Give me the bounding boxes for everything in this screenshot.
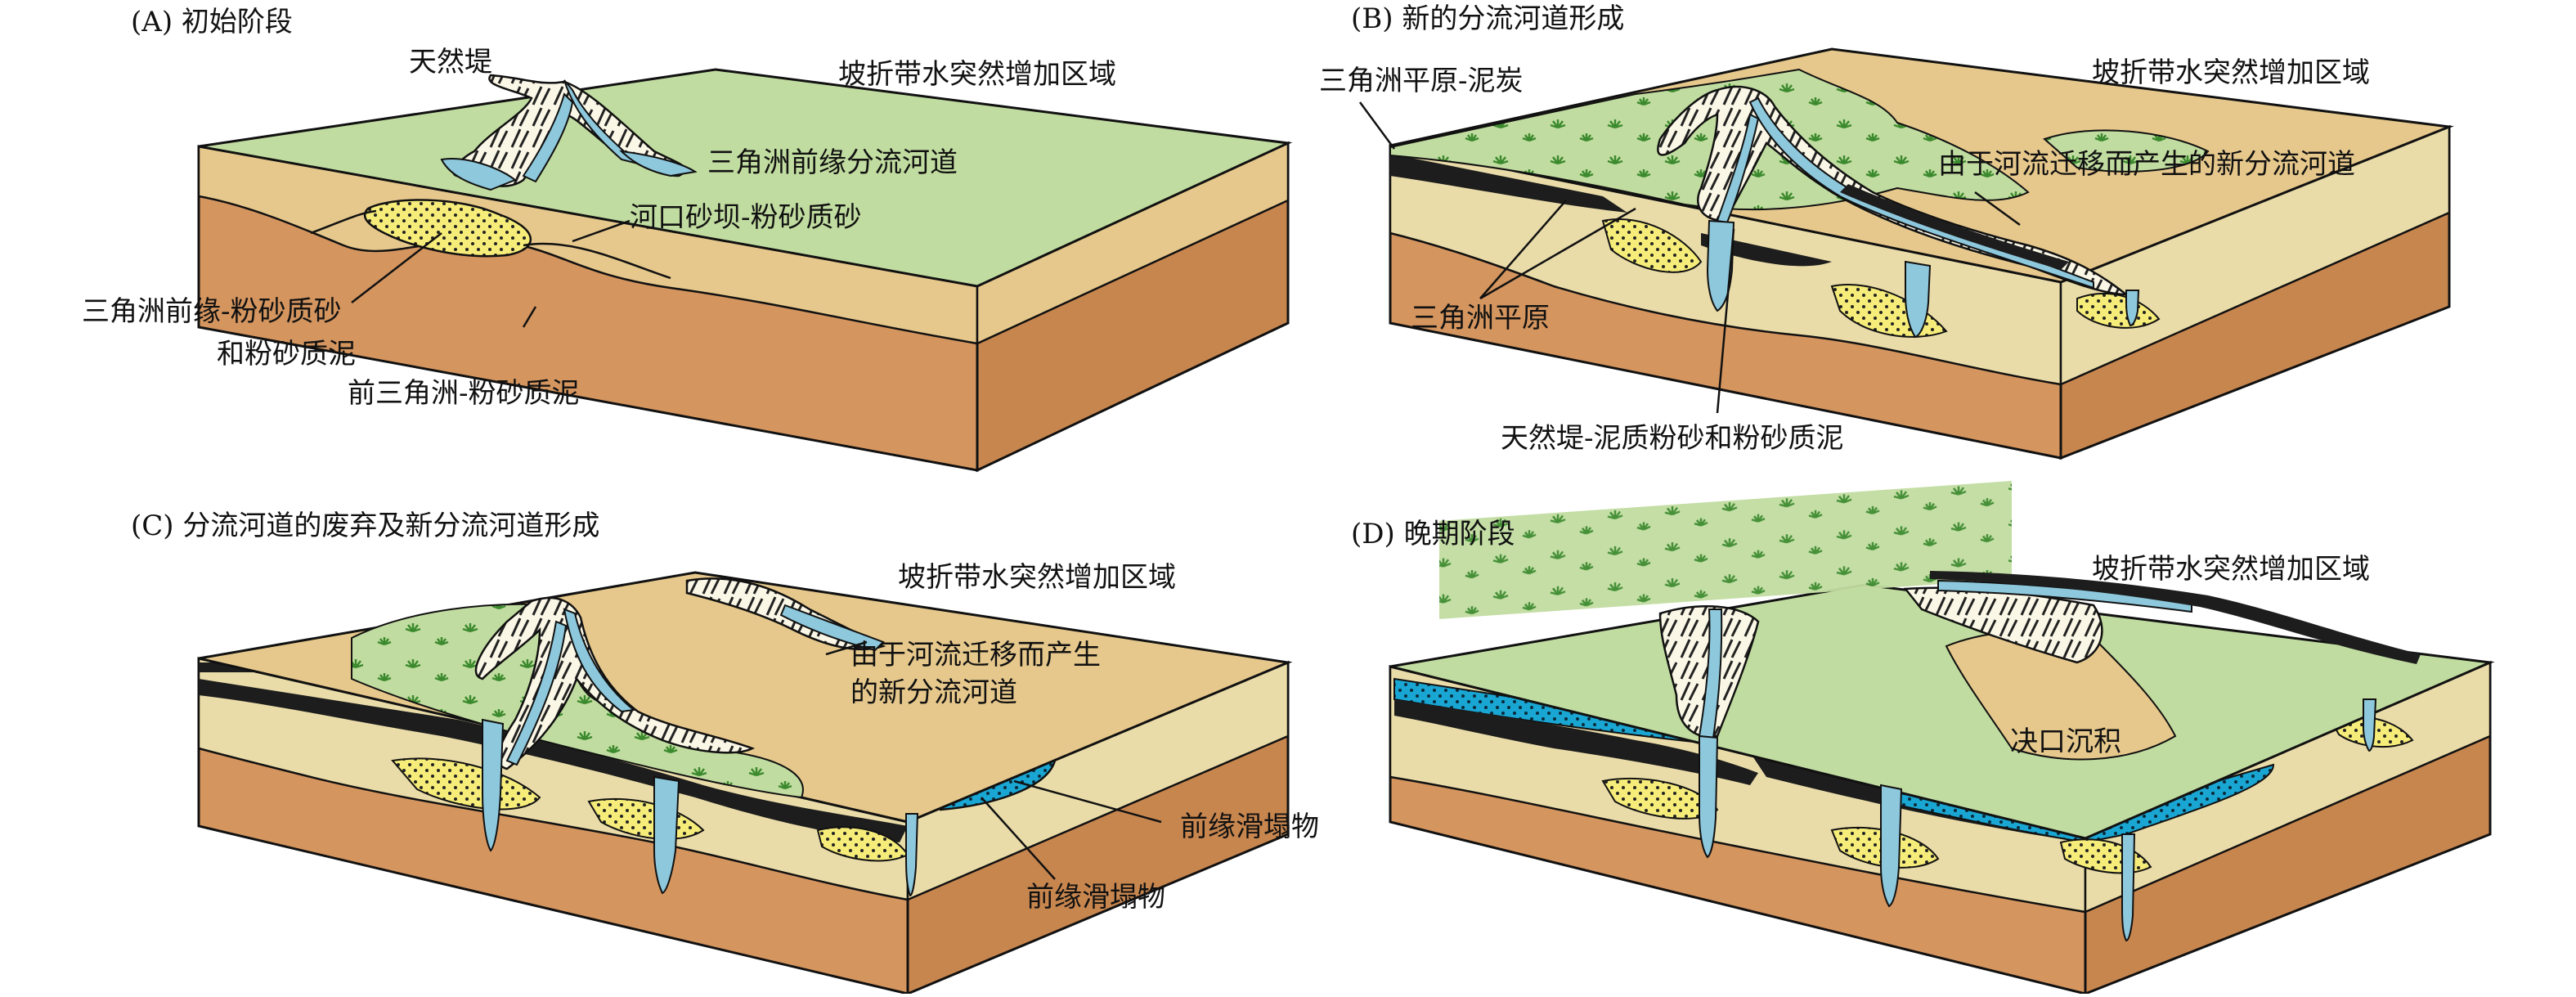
panel-d-title: (D) 晚期阶段	[1351, 518, 1515, 550]
panel-c-new-channel	[779, 604, 885, 652]
panel-a-leaders	[351, 219, 631, 328]
panel-a-front-sand-label-2: 和粉砂质泥	[217, 338, 356, 371]
panel-b-title: (B) 新的分流河道形成	[1351, 2, 1625, 35]
panel-b-plain-green	[1389, 68, 2030, 211]
panel-c-leaders	[825, 640, 1162, 880]
panel-a-title: (A) 初始阶段	[131, 6, 293, 38]
panel-a-channel-mouth-left	[440, 158, 518, 191]
panel-c-peat-layer	[199, 679, 908, 842]
panel-b-plain-peat-label: 三角洲平原-泥炭	[1319, 65, 1524, 97]
panel-d-plain-grass	[1439, 480, 2012, 619]
panel-a-channel-mouth-right	[619, 150, 698, 177]
panel-d-top-channel	[1937, 579, 2192, 613]
panel-a-block	[197, 68, 1293, 473]
panel-c-block	[197, 571, 1293, 996]
panel-d-crevasse-label: 决口沉积	[2010, 725, 2121, 758]
panel-b-block	[1389, 47, 2454, 460]
panel-c-migration-label-1: 由于河流迁移而产生	[850, 639, 1101, 671]
panel-d-channel-fill-1	[1699, 734, 1719, 859]
panel-b-peat-strip	[1840, 184, 2069, 270]
panel-c-migration-label-2: 的新分流河道	[850, 676, 1017, 709]
panel-c-levees	[474, 596, 756, 770]
panel-b-leaders	[1358, 101, 2021, 414]
panel-b-sand-left	[1601, 218, 1703, 273]
panel-b-sand-right	[2076, 293, 2161, 329]
panel-d-channel-fill-2	[1880, 784, 1903, 908]
panel-d-shelf-break-label: 坡折带水突然增加区域	[2092, 553, 2370, 586]
panel-d-peat-ridge	[1930, 571, 2421, 664]
panel-c-channel-fill-2	[653, 775, 680, 895]
panel-a-shelf-break-label: 坡折带水突然增加区域	[838, 58, 1116, 91]
panel-a-front-tongues	[310, 209, 671, 280]
panel-c-slump-label-2: 前缘滑塌物	[1026, 881, 1165, 914]
panel-c-title: (C) 分流河道的废弃及新分流河道形成	[131, 510, 600, 542]
panel-a-mouth-bar	[363, 199, 532, 258]
panel-c-channel	[505, 608, 636, 766]
panel-d-block	[1389, 480, 2495, 996]
panel-d-sand-1	[1601, 777, 1719, 820]
panel-d-channel-fill-3	[2121, 833, 2136, 942]
panel-b-peat-wedge	[1390, 154, 1627, 213]
panel-d-channel-fill-4	[2363, 698, 2377, 752]
panel-b-plain-green-right	[2043, 129, 2210, 173]
panel-a-front-sand-label-1: 三角洲前缘-粉砂质砂	[82, 295, 342, 328]
panel-a-front-channel-label: 三角洲前缘分流河道	[707, 146, 958, 179]
panel-c-channel-fill-1	[482, 718, 505, 852]
panel-a-levee-label: 天然堤	[409, 46, 492, 79]
panel-b-shelf-break-label: 坡折带水突然增加区域	[2092, 56, 2370, 89]
panel-b-migration-label: 由于河流迁移而产生的新分流河道	[1938, 148, 2355, 181]
panel-b-plain-label: 三角洲平原	[1411, 302, 1550, 335]
panel-c-sand-1	[391, 757, 541, 811]
panel-a-prodelta-label: 前三角洲-粉砂质泥	[348, 377, 580, 410]
panel-c-channel-fill-3	[905, 813, 919, 897]
panel-d-peat-1	[1394, 699, 1758, 785]
panel-a-mouth-bar-label: 河口砂坝-粉砂质砂	[630, 201, 862, 234]
panel-c-slump-label-1: 前缘滑塌物	[1180, 811, 1319, 843]
panel-b-channel	[1748, 97, 2094, 290]
panel-b-levee-mud-label: 天然堤-泥质粉砂和粉砂质泥	[1501, 422, 1844, 455]
panel-c-shelf-break-label: 坡折带水突然增加区域	[898, 561, 1176, 594]
panel-b-channel-fill-2	[1905, 260, 1932, 339]
panel-b-channel-fill-3	[2125, 290, 2140, 327]
panel-b-channel-fill-1	[1706, 219, 1735, 312]
